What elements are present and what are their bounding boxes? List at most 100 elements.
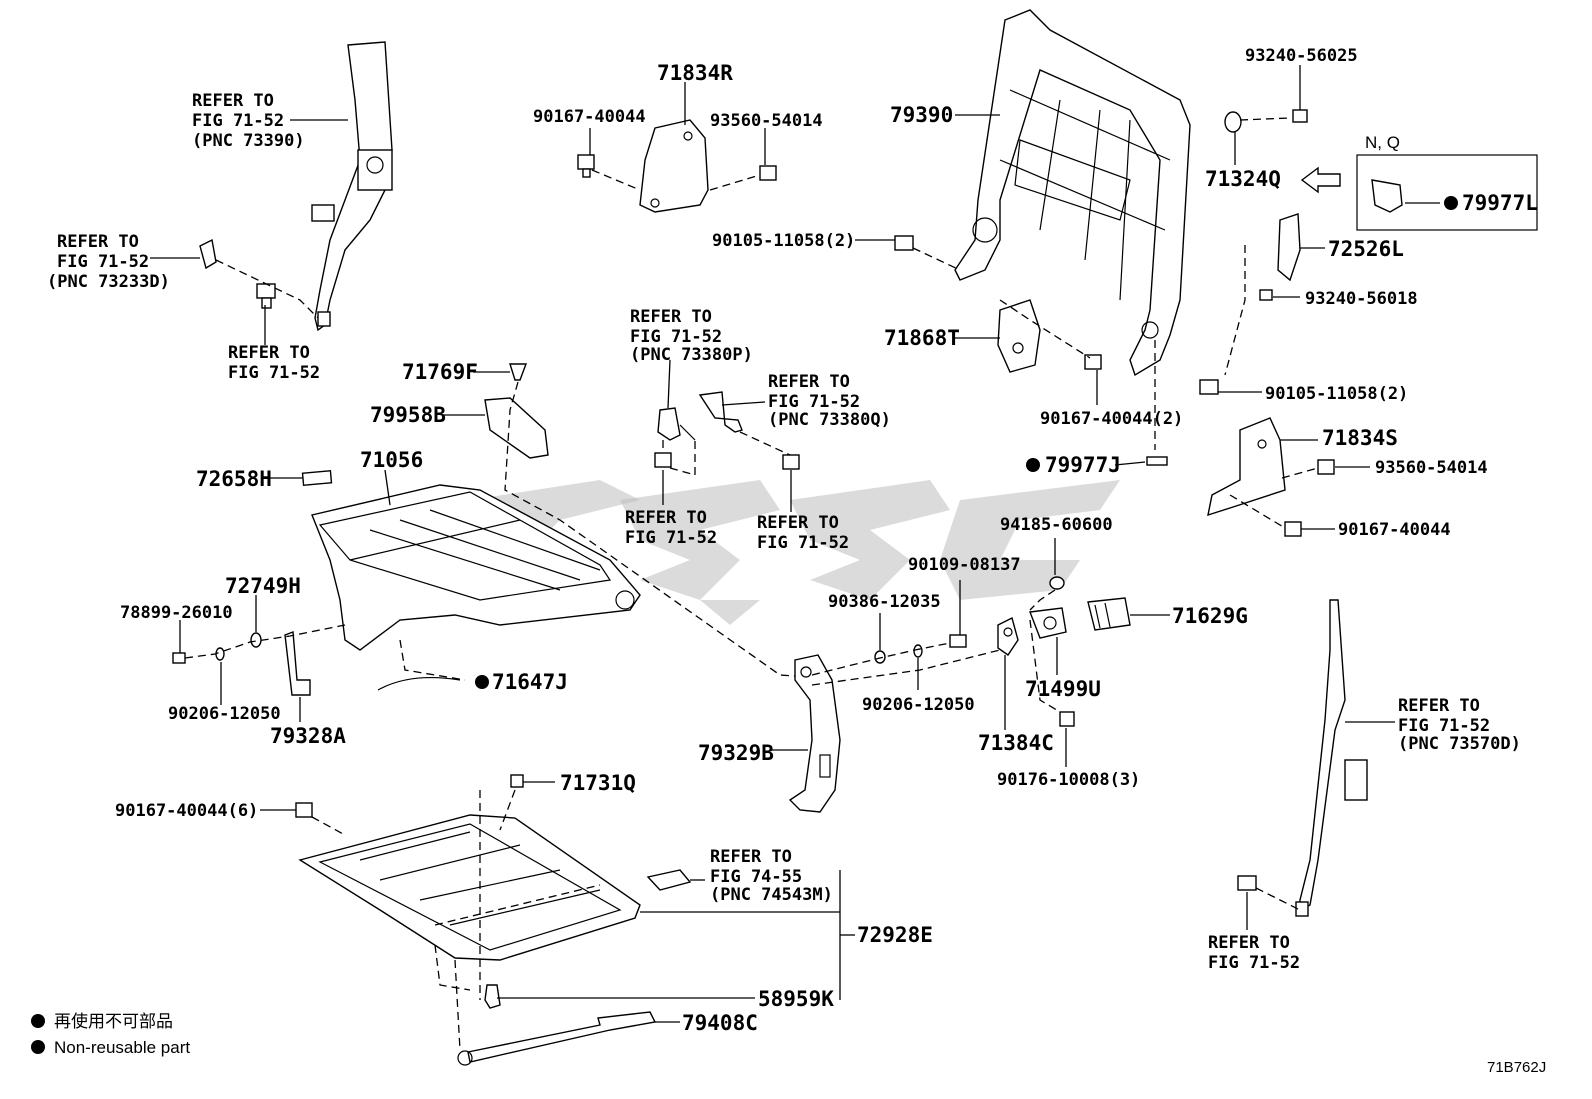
ref-73380p: REFER TO FIG 71-52 (PNC 73380P): [630, 307, 753, 365]
label-93240-56018: 93240-56018: [1305, 289, 1418, 309]
svg-text:FIG 74-55: FIG 74-55: [710, 867, 802, 887]
legend-dot-icon: [31, 1040, 45, 1054]
ref-mid-b: REFER TO FIG 71-52: [757, 513, 849, 553]
bracket-79328A: [284, 631, 311, 696]
legend-line-en: Non-reusable part: [54, 1038, 190, 1057]
label-71834R: 71834R: [657, 61, 733, 85]
bracket-79958B: [484, 397, 549, 459]
svg-text:FIG 71-52: FIG 71-52: [625, 528, 717, 548]
washer-90206-mid: [913, 644, 923, 658]
label-72928E: 72928E: [857, 923, 933, 947]
knob-72526L: [1277, 213, 1301, 282]
label-72658H: 72658H: [196, 467, 272, 491]
label-71731Q: 71731Q: [560, 771, 636, 795]
legend-line-jp: 再使用不可部品: [54, 1011, 173, 1031]
ref-belt-right: REFER TO FIG 71-52: [1208, 933, 1300, 973]
screw-90176: [1059, 711, 1075, 727]
label-71324Q: 71324Q: [1205, 167, 1281, 191]
label-71499U: 71499U: [1025, 677, 1101, 701]
svg-text:REFER TO: REFER TO: [710, 847, 792, 867]
cushion-frame-71056: [311, 484, 641, 651]
screw-93560-top: [759, 165, 777, 181]
label-90167-40044-6: 90167-40044(6): [115, 801, 258, 821]
screw-90167-top: [577, 154, 595, 178]
ref-mid-a: REFER TO FIG 71-52: [625, 508, 717, 548]
ref-belt-left: REFER TO FIG 71-52 (PNC 73233D): [47, 232, 170, 292]
label-72526L: 72526L: [1328, 237, 1404, 261]
belt-buckle-73380Q: [698, 391, 743, 433]
label-79390: 79390: [890, 103, 953, 127]
label-79328A: 79328A: [270, 724, 346, 748]
svg-text:REFER TO: REFER TO: [1398, 696, 1480, 716]
label-78899-26010: 78899-26010: [120, 603, 233, 623]
ref-74543m: REFER TO FIG 74-55 (PNC 74543M): [710, 847, 833, 905]
screw-93560-right: [1317, 459, 1335, 475]
label-71769F: 71769F: [402, 360, 478, 384]
label-74543M: [646, 869, 692, 891]
pad-72658H: [301, 470, 333, 486]
belt-bolt-right: [1237, 875, 1257, 891]
svg-text:REFER TO: REFER TO: [228, 343, 310, 363]
leader-lines: [150, 65, 1440, 1051]
svg-text:FIG 71-52: FIG 71-52: [228, 363, 320, 383]
non-reusable-dot-79977J: [1026, 458, 1040, 472]
label-90167-40044-2: 90167-40044(2): [1040, 409, 1183, 429]
svg-text:(PNC 74543M): (PNC 74543M): [710, 885, 833, 905]
svg-text:FIG 71-52: FIG 71-52: [57, 252, 149, 272]
seat-belt-lower-right: [1295, 599, 1368, 917]
svg-text:(PNC 73390): (PNC 73390): [192, 131, 305, 151]
svg-text:REFER TO: REFER TO: [757, 513, 839, 533]
svg-text:REFER TO: REFER TO: [1208, 933, 1290, 953]
frame-bolt-left: [894, 235, 914, 251]
label-90167-40044-top: 90167-40044: [533, 107, 646, 127]
legend-dot-icon: [31, 1014, 45, 1028]
ref-belt-bolt: REFER TO FIG 71-52: [228, 343, 320, 383]
pad-79977J: [1146, 456, 1168, 466]
svg-text:(PNC 73570D): (PNC 73570D): [1398, 734, 1521, 754]
label-71629G: 71629G: [1172, 604, 1248, 628]
non-reusable-dot-79977L: [1444, 196, 1458, 210]
diagram-code: 71B762J: [1487, 1059, 1546, 1076]
svg-text:(PNC 73380Q): (PNC 73380Q): [768, 410, 891, 430]
label-94185-60600: 94185-60600: [1000, 515, 1113, 535]
svg-text:(PNC 73380P): (PNC 73380P): [630, 345, 753, 365]
screw-93240-56025: [1292, 109, 1308, 123]
part-labels: 71834R 90167-40044 93560-54014 79390 932…: [115, 46, 1538, 1035]
label-58959K: 58959K: [758, 987, 834, 1011]
bracket-71868T: [997, 299, 1041, 373]
svg-text:REFER TO: REFER TO: [625, 508, 707, 528]
label-90386-12035: 90386-12035: [828, 592, 941, 612]
svg-text:FIG 71-52: FIG 71-52: [192, 111, 284, 131]
cover-71834S: [1207, 417, 1286, 517]
direction-arrow-icon: [1300, 166, 1341, 194]
bolt-mid-a: [654, 452, 672, 468]
washer-72749H: [250, 632, 262, 648]
seat-belt-upper-left: [311, 41, 393, 332]
belt-buckle-73380P: [657, 407, 696, 441]
washer-94185: [1049, 576, 1065, 590]
ref-73570d: REFER TO FIG 71-52 (PNC 73570D): [1398, 696, 1521, 754]
screw-90167-6: [295, 802, 313, 818]
non-reusable-dot-71647J: [475, 675, 489, 689]
label-71834S: 71834S: [1322, 426, 1398, 450]
label-93560-54014-top: 93560-54014: [710, 111, 823, 131]
washer-90206-left: [215, 647, 225, 661]
screw-90167-2: [1084, 354, 1102, 370]
svg-text:FIG 71-52: FIG 71-52: [1398, 716, 1490, 736]
label-90105-11058-right: 90105-11058(2): [1265, 384, 1408, 404]
label-72749H: 72749H: [225, 574, 301, 598]
label-71384C: 71384C: [978, 731, 1054, 755]
bracket-71384C: [997, 616, 1019, 656]
ref-73380q: REFER TO FIG 71-52 (PNC 73380Q): [768, 372, 891, 430]
clip-58959K: [484, 984, 501, 1009]
bushing-71499U: [1029, 607, 1067, 639]
clip-71769F: [509, 363, 528, 381]
label-93240-56025: 93240-56025: [1245, 46, 1358, 66]
bolt-78899: [172, 652, 186, 664]
nut-71324Q: [1224, 111, 1242, 133]
seatback-frame-79390: [954, 9, 1191, 377]
bolt-mid-b: [782, 454, 800, 470]
cover-71834R: [639, 119, 709, 213]
label-79977J: 79977J: [1045, 453, 1121, 477]
